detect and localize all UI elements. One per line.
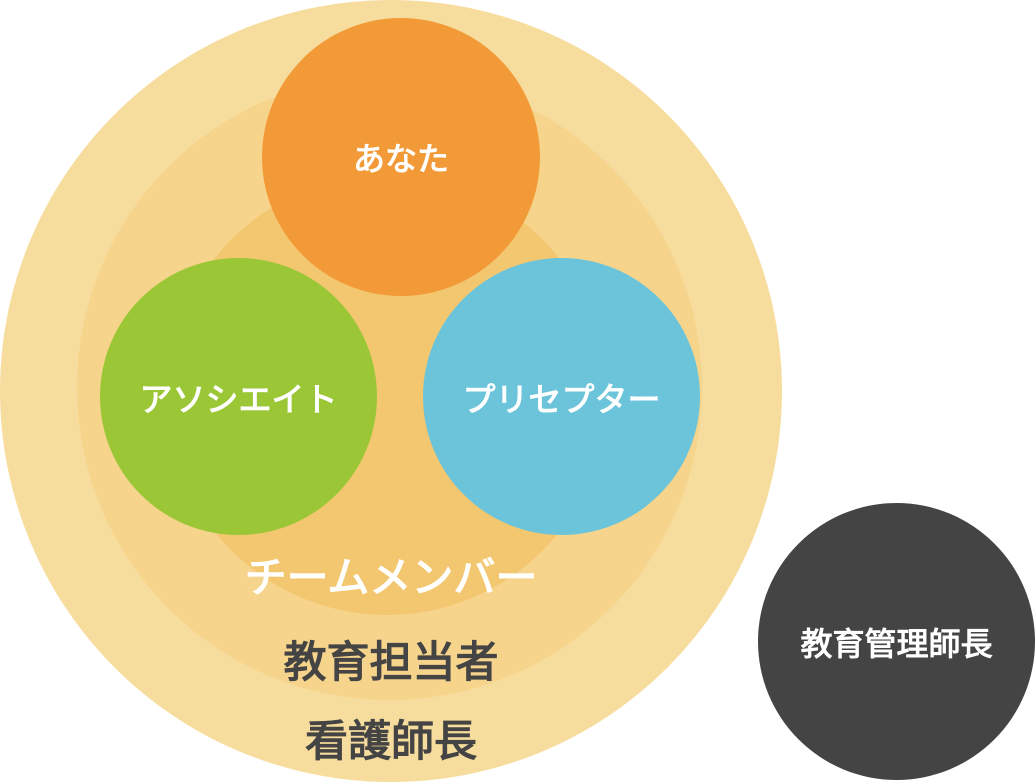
preceptor-label: プリセプター <box>462 379 661 419</box>
associate-label: アソシエイト <box>139 379 338 419</box>
you-label: あなた <box>352 140 449 178</box>
you-circle: あなた <box>262 18 540 296</box>
education-manager-label: 教育管理師長 <box>800 624 993 663</box>
team-member-label: チームメンバー <box>244 553 538 602</box>
educator-label: 教育担当者 <box>283 638 499 688</box>
head-nurse-label: 看護師長 <box>305 717 477 767</box>
preceptor-circle: プリセプター <box>423 258 700 535</box>
associate-circle: アソシエイト <box>100 258 377 535</box>
education-manager-circle: 教育管理師長 <box>758 503 1035 780</box>
